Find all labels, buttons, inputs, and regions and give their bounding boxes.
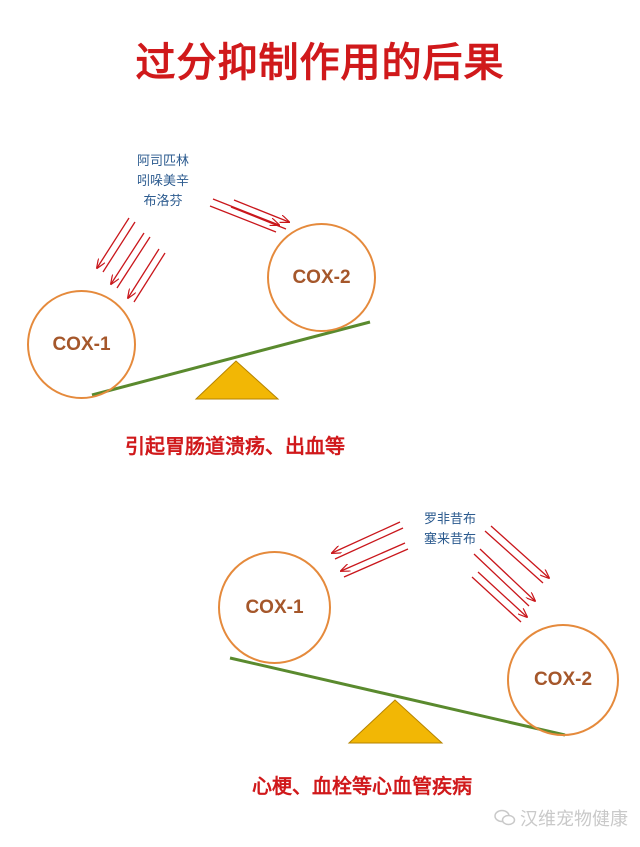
drug-name: 罗非昔布	[423, 512, 476, 527]
inhibit-arrow	[341, 542, 406, 571]
inhibit-arrow	[133, 252, 166, 303]
cox1-circle: COX-1	[218, 551, 331, 664]
scenario1-graphic	[91, 198, 371, 400]
wechat-icon	[494, 809, 516, 826]
inhibit-arrow	[111, 232, 145, 284]
fulcrum-triangle	[347, 699, 444, 744]
seesaw-lever	[91, 320, 371, 397]
inhibit-arrow	[479, 548, 535, 601]
scenario2-graphic	[229, 521, 566, 744]
drug-name: 布洛芬	[143, 194, 183, 209]
cox2-circle: COX-2	[267, 223, 376, 332]
inhibit-arrow	[116, 236, 151, 289]
inhibit-arrow	[233, 199, 289, 222]
scenario1-consequence: 引起胃肠道溃疡、出血等	[125, 434, 345, 458]
cox1-circle: COX-1	[27, 290, 136, 399]
drug-name: 塞来昔布	[423, 532, 476, 547]
scenario2-arrows	[332, 521, 549, 623]
seesaw-lever	[229, 656, 566, 737]
inhibit-arrow	[128, 248, 160, 298]
inhibit-arrow	[484, 530, 544, 584]
page-title: 过分抑制作用的后果	[135, 40, 505, 86]
inhibit-arrow	[97, 217, 130, 268]
drug-name: 阿司匹林	[136, 154, 189, 169]
inhibit-arrow	[230, 206, 287, 230]
inhibit-arrow	[332, 521, 401, 553]
inhibit-arrow	[102, 221, 136, 273]
scenario1-drug-list: 阿司匹林 吲哚美辛 布洛芬	[118, 152, 208, 212]
inhibit-arrow	[471, 576, 522, 623]
watermark: 汉维宠物健康	[494, 805, 628, 831]
fulcrum-triangle	[194, 360, 280, 400]
inhibit-arrow	[477, 571, 527, 617]
scenario1-arrows	[97, 198, 289, 303]
inhibit-arrow	[212, 198, 279, 225]
inhibit-arrow	[343, 548, 409, 578]
inhibit-arrow	[473, 553, 530, 607]
cox2-circle: COX-2	[507, 624, 619, 736]
inhibit-arrow	[209, 205, 277, 233]
scenario2-consequence: 心梗、血栓等心血管疾病	[252, 774, 472, 798]
scenario2-drug-list: 罗非昔布 塞来昔布	[405, 510, 495, 550]
drug-name: 吲哚美辛	[136, 174, 189, 189]
watermark-text: 汉维宠物健康	[520, 809, 628, 830]
inhibit-arrow	[334, 527, 404, 560]
inhibit-arrow	[490, 525, 549, 578]
